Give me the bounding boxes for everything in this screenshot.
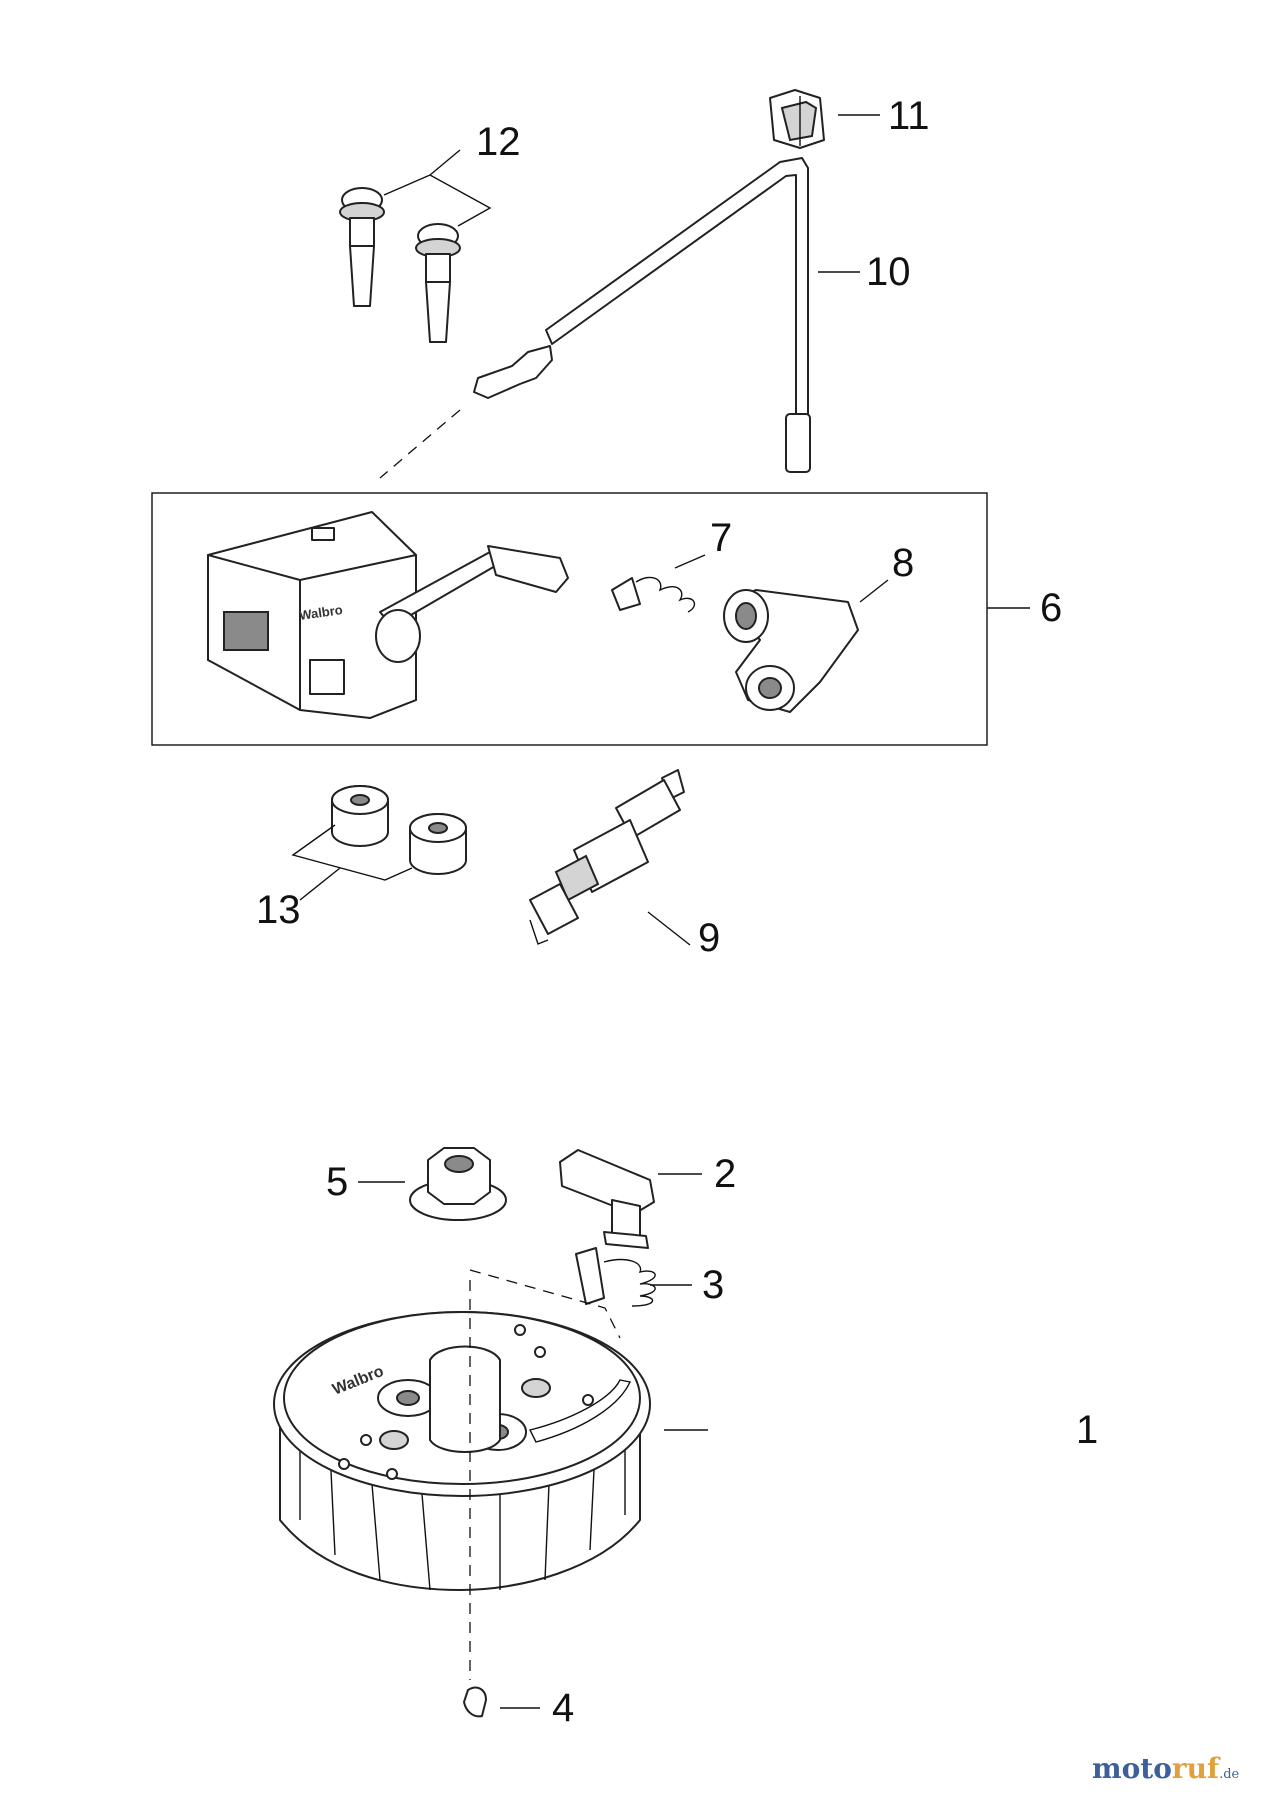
callout-7: 7 (710, 516, 733, 560)
spark-plug-boot-part-8 (723, 589, 859, 713)
callout-9: 9 (698, 916, 721, 960)
leader-9 (647, 911, 691, 946)
key-part-4 (463, 1686, 487, 1718)
callout-13: 13 (256, 888, 301, 932)
callout-8: 8 (892, 541, 915, 585)
callout-2: 2 (714, 1152, 737, 1196)
dashed-connector-spring (469, 1269, 621, 1339)
callout-3: 3 (702, 1263, 725, 1307)
nut-part-5 (409, 1147, 507, 1221)
callout-4: 4 (552, 1686, 575, 1730)
callout-10: 10 (866, 250, 911, 294)
leader-12 (383, 149, 492, 227)
leader-13 (291, 824, 413, 901)
spark-plug-part-9 (529, 769, 685, 945)
spacer-part-13a (331, 785, 389, 847)
callout-12: 12 (476, 120, 521, 164)
screw-part-12b (415, 223, 461, 343)
wire-cap-part-11 (769, 89, 825, 149)
callout-6: 6 (1040, 586, 1063, 630)
ignition-module (207, 511, 569, 719)
watermark-part-2: ruf (1171, 1752, 1220, 1785)
callout-11: 11 (888, 94, 930, 138)
assembly-frame-part-6 (151, 492, 988, 746)
spacer-part-13b (409, 813, 467, 875)
leader-8 (859, 579, 889, 603)
pawl-part-2 (559, 1149, 655, 1249)
dashed-connector-wire (379, 409, 461, 479)
callout-5: 5 (326, 1160, 349, 1204)
leader-7 (674, 554, 706, 569)
ignition-wire-part-10 (473, 157, 811, 473)
callout-1: 1 (1076, 1408, 1099, 1452)
screw-part-12a (339, 187, 385, 307)
spring-part-3 (575, 1247, 656, 1307)
spring-part-7 (611, 576, 696, 613)
watermark-part-3: .de (1219, 1767, 1240, 1782)
watermark-part-1: moto (1092, 1752, 1172, 1785)
motoruf-watermark-logo: motoruf.de (1092, 1752, 1239, 1785)
flywheel-part-1 (273, 1311, 651, 1591)
module-imprint-text: Walbro (298, 602, 343, 623)
